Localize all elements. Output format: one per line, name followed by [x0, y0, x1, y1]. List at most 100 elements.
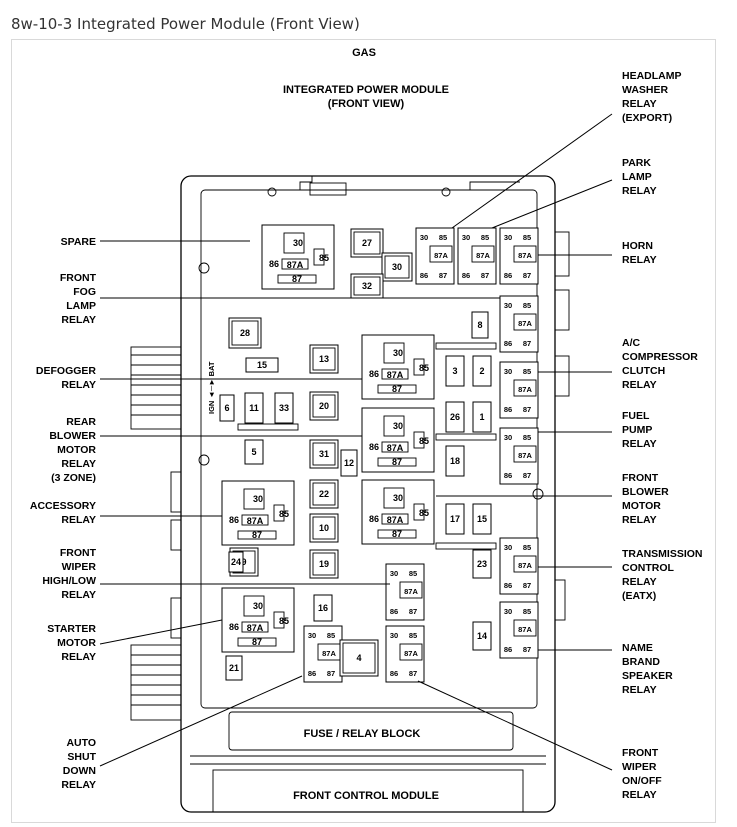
pin-87a: 87A [518, 319, 532, 328]
pin-87a: 87A [287, 260, 304, 270]
pin-85: 85 [419, 436, 429, 446]
fuse: 8 [471, 311, 489, 339]
fuse: 15 [472, 503, 492, 535]
fuse: 28 [228, 317, 262, 349]
fuse-number: 14 [477, 631, 487, 641]
fuse-number: 15 [477, 514, 487, 524]
pin-87a: 87A [404, 587, 418, 596]
fuse: 30 [381, 252, 413, 282]
pin-87: 87 [327, 669, 335, 678]
pin-30: 30 [390, 569, 398, 578]
fuse-number: 19 [319, 559, 329, 569]
pin-85: 85 [523, 301, 531, 310]
pin-85: 85 [409, 631, 417, 640]
fuse: 3 [445, 355, 465, 387]
fuse: 20 [309, 391, 339, 421]
pin-87a: 87A [518, 561, 532, 570]
fuse: 27 [350, 228, 384, 258]
fuse-number: 12 [344, 458, 354, 468]
diagram-caption: 8w-10-3 Integrated Power Module (Front V… [11, 15, 360, 33]
pin-87: 87 [392, 529, 402, 539]
pin-87: 87 [392, 384, 402, 394]
fuse-number: 23 [477, 559, 487, 569]
pin-87a: 87A [387, 443, 404, 453]
fuse: 16 [313, 594, 333, 622]
pin-30: 30 [393, 493, 403, 503]
fuse: 15 [245, 357, 279, 373]
pin-87a: 87A [404, 649, 418, 658]
pin-87a: 87A [518, 625, 532, 634]
pin-87: 87 [439, 271, 447, 280]
pin-86: 86 [390, 607, 398, 616]
title-line-1: INTEGRATED POWER MODULE [283, 84, 449, 96]
pin-87: 87 [523, 405, 531, 414]
fuse-number: 15 [257, 360, 267, 370]
fuse: 22 [309, 479, 339, 509]
fuse-number: 5 [251, 447, 256, 457]
fuse: 11 [244, 392, 264, 424]
pin-86: 86 [504, 645, 512, 654]
pin-30: 30 [504, 301, 512, 310]
pin-30: 30 [293, 238, 303, 248]
pin-30: 30 [253, 601, 263, 611]
pin-86: 86 [504, 271, 512, 280]
fuse-number: 28 [240, 328, 250, 338]
pin-85: 85 [439, 233, 447, 242]
pin-85: 85 [279, 509, 289, 519]
fuse: 13 [309, 344, 339, 374]
pin-87: 87 [292, 274, 302, 284]
pin-30: 30 [504, 367, 512, 376]
pin-86: 86 [369, 369, 379, 379]
pin-85: 85 [419, 363, 429, 373]
fuse-relay-block-label: FUSE / RELAY BLOCK [304, 728, 421, 740]
fuse-number: 16 [318, 603, 328, 613]
fuse-number: 31 [319, 449, 329, 459]
pin-87a: 87A [387, 515, 404, 525]
fuse: 10 [309, 513, 339, 543]
pin-85: 85 [481, 233, 489, 242]
pin-86: 86 [269, 259, 279, 269]
pin-86: 86 [229, 622, 239, 632]
front-control-module-label: FRONT CONTROL MODULE [293, 790, 439, 802]
pin-87: 87 [523, 645, 531, 654]
fuse: 6 [219, 394, 235, 422]
pin-85: 85 [419, 508, 429, 518]
pin-87a: 87A [247, 516, 264, 526]
fuse-number: 18 [450, 456, 460, 466]
pin-86: 86 [504, 405, 512, 414]
pin-85: 85 [523, 607, 531, 616]
pin-86: 86 [504, 581, 512, 590]
pin-87: 87 [523, 339, 531, 348]
pin-85: 85 [319, 253, 329, 263]
pin-87: 87 [252, 530, 262, 540]
pin-30: 30 [462, 233, 470, 242]
fuse: 26 [445, 401, 465, 433]
fuse-number: 33 [279, 403, 289, 413]
diagram-frame [11, 39, 716, 823]
fuse: 23 [472, 549, 492, 579]
pin-85: 85 [409, 569, 417, 578]
pin-87: 87 [523, 581, 531, 590]
fuse-number: 1 [479, 412, 484, 422]
bus-bars [237, 342, 497, 550]
pin-86: 86 [504, 339, 512, 348]
pin-86: 86 [229, 515, 239, 525]
